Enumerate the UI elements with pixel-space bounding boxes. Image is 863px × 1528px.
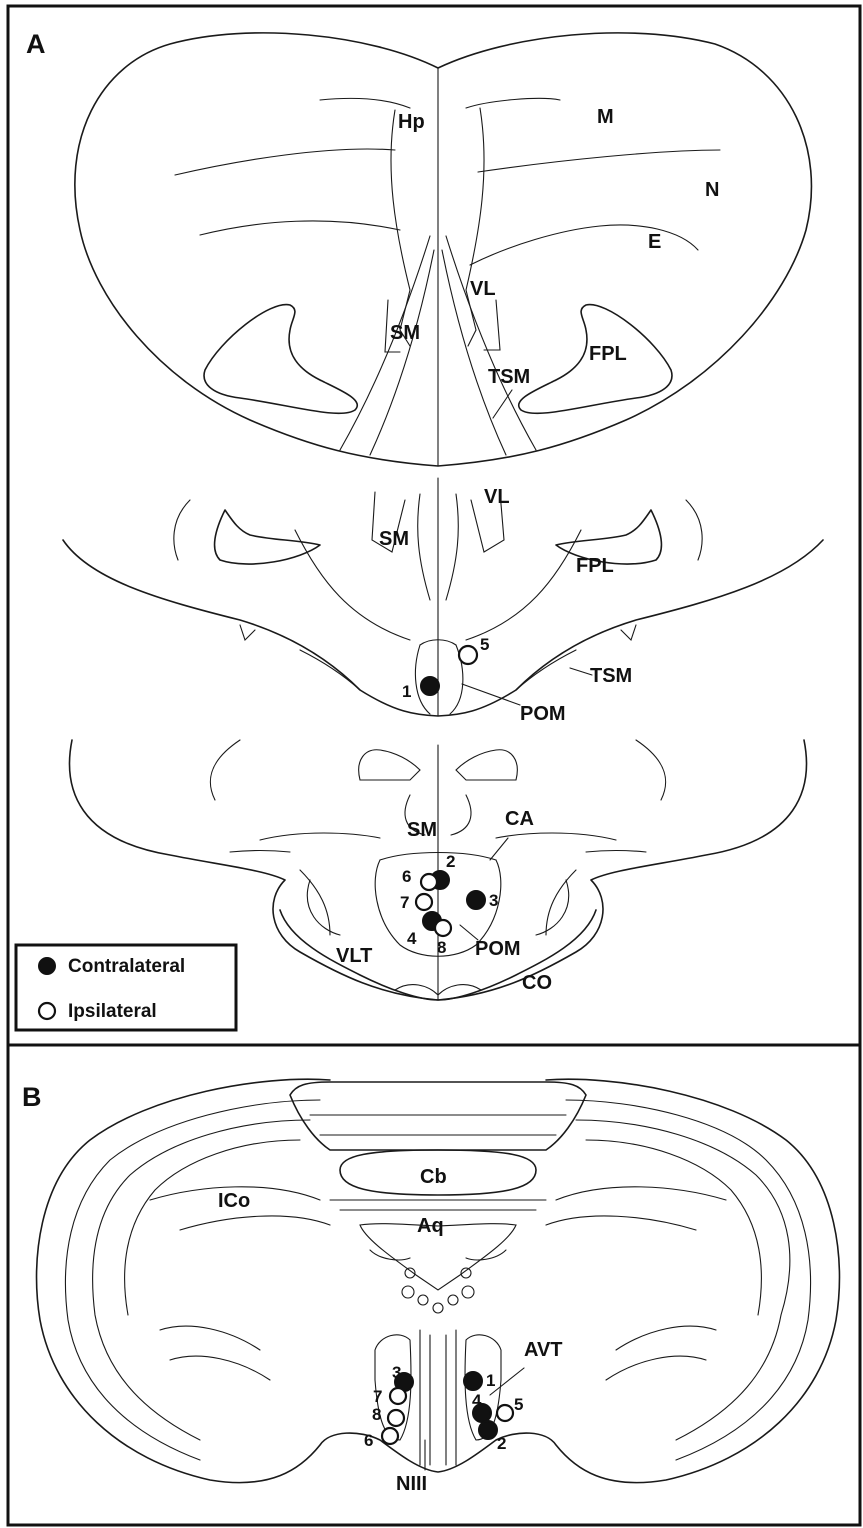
panel-a-label: A (26, 29, 46, 59)
section-b-drawing (37, 1079, 840, 1482)
label-hp: Hp (398, 111, 425, 133)
panel-b-label: B (22, 1082, 42, 1112)
site-a-8 (435, 920, 451, 936)
label-aq: Aq (417, 1215, 444, 1237)
site-a-2-label: 2 (446, 852, 455, 871)
site-a-4-label: 4 (407, 929, 417, 948)
label-co: CO (522, 972, 552, 994)
site-b-5-label: 5 (514, 1395, 523, 1414)
label-niii: NIII (396, 1473, 427, 1495)
legend-ipsilateral-marker (39, 1003, 55, 1019)
label-m: M (597, 106, 614, 128)
section-2-drawing (63, 478, 823, 716)
site-a-5-label: 5 (480, 635, 489, 654)
label-ca: CA (505, 808, 534, 830)
site-b-8-label: 8 (372, 1405, 381, 1424)
site-a-3 (467, 891, 485, 909)
label-avt: AVT (524, 1339, 563, 1361)
site-b-2-label: 2 (497, 1434, 506, 1453)
label-vlt: VLT (336, 945, 372, 967)
site-a-7 (416, 894, 432, 910)
section-1-drawing (75, 33, 812, 466)
label-pom-1: POM (520, 703, 566, 725)
label-tsm-1: TSM (488, 366, 530, 388)
pom-2-leader (460, 925, 478, 940)
site-a-8-label: 8 (437, 938, 446, 957)
site-b-5 (497, 1405, 513, 1421)
site-a-6-label: 6 (402, 867, 411, 886)
site-b-2 (479, 1421, 497, 1439)
legend-ipsilateral-label: Ipsilateral (68, 1001, 157, 1022)
legend-contralateral-label: Contralateral (68, 956, 185, 977)
ca-leader (490, 838, 508, 860)
site-a-5 (459, 646, 477, 664)
label-vl-2: VL (484, 486, 510, 508)
label-fpl-1: FPL (589, 343, 627, 365)
site-a-1-label: 1 (402, 682, 411, 701)
site-b-7-label: 7 (373, 1387, 382, 1406)
site-b-4-label: 4 (472, 1391, 482, 1410)
label-sm-3: SM (407, 819, 437, 841)
label-vl-1: VL (470, 278, 496, 300)
site-a-3-label: 3 (489, 891, 498, 910)
site-b-1 (464, 1372, 482, 1390)
label-e: E (648, 231, 661, 253)
label-cb: Cb (420, 1166, 447, 1188)
legend-contralateral-marker (39, 958, 55, 974)
panel-b-frame (8, 1045, 860, 1525)
label-tsm-2: TSM (590, 665, 632, 687)
legend: Contralateral Ipsilateral (16, 945, 236, 1030)
site-b-1-label: 1 (486, 1371, 495, 1390)
site-b-7 (390, 1388, 406, 1404)
tsm-1-leader (493, 390, 512, 418)
label-n: N (705, 179, 719, 201)
site-b-3-label: 3 (392, 1363, 401, 1382)
site-b-8 (388, 1410, 404, 1426)
label-sm-2: SM (379, 528, 409, 550)
site-a-1 (421, 677, 439, 695)
site-a-7-label: 7 (400, 893, 409, 912)
label-sm-1: SM (390, 322, 420, 344)
site-a-6 (421, 874, 437, 890)
site-b-6 (382, 1428, 398, 1444)
label-pom-2: POM (475, 938, 521, 960)
label-fpl-2: FPL (576, 555, 614, 577)
site-b-6-label: 6 (364, 1431, 373, 1450)
label-ico: ICo (218, 1190, 250, 1212)
pom-1-leader (462, 684, 520, 705)
tsm-2-leader (570, 668, 592, 675)
